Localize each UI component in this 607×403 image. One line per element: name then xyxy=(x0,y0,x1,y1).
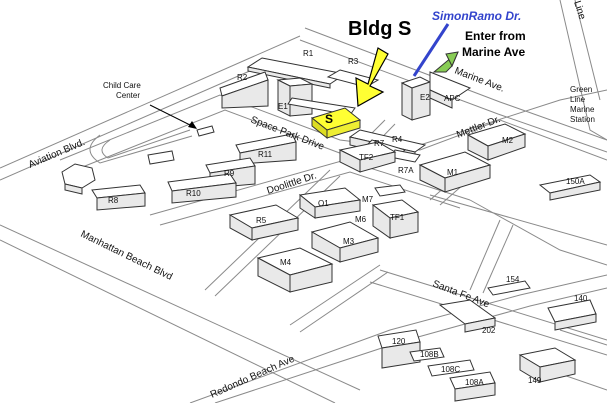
child-care-line2: Center xyxy=(116,91,140,100)
road-label-green-line-2: Line xyxy=(570,95,586,104)
road-label-redondo: Redondo Beach Ave xyxy=(209,353,297,400)
bldg-label-tf2: TF2 xyxy=(359,153,374,162)
yellow-arrow-icon xyxy=(355,47,389,107)
bldg-label-r2: R2 xyxy=(237,73,248,82)
child-care-arrow xyxy=(149,104,197,129)
bldg-label-o1: O1 xyxy=(318,199,329,208)
bldg-label-e1: E1 xyxy=(278,102,288,111)
bldg-label-108a: 108A xyxy=(465,378,484,387)
bldg-label-r4: R4 xyxy=(392,135,403,144)
bldg-label-m1: M1 xyxy=(447,168,459,177)
child-care-line1: Child Care xyxy=(103,81,141,90)
bldg-label-150a: 150A xyxy=(566,177,585,186)
bldg-label-tf1: TF1 xyxy=(390,213,405,222)
bldg-label-r3: R3 xyxy=(348,57,359,66)
road-label-doolittle: Doolittle Dr. xyxy=(266,170,319,196)
building-blocks xyxy=(61,57,602,402)
bldg-label-r1: R1 xyxy=(303,49,314,58)
callout-enter-line1: Enter from xyxy=(465,29,526,43)
bldg-label-154: 154 xyxy=(506,275,520,284)
bldg-label-140: 140 xyxy=(574,294,588,303)
bldg-label-r5: R5 xyxy=(256,216,267,225)
building-labels: R1 R3 R2 E1 E2 APC R4 R7 R7A TF2 M1 M2 R… xyxy=(108,49,588,387)
bldg-label-m7: M7 xyxy=(362,195,374,204)
bldg-label-108c: 108C xyxy=(441,365,460,374)
bldg-label-108b: 108B xyxy=(420,350,439,359)
building-s[interactable]: S xyxy=(310,107,362,140)
road-label-green-line-1: Green xyxy=(570,85,592,94)
bldg-label-r8: R8 xyxy=(108,196,119,205)
callout-street-name: SimonRamo Dr. xyxy=(432,9,521,23)
bldg-label-m4: M4 xyxy=(280,258,292,267)
bldg-label-r7a: R7A xyxy=(398,166,414,175)
bldg-label-149: 149 xyxy=(528,376,542,385)
bldg-label-r10: R10 xyxy=(186,189,201,198)
bldg-label-r9: R9 xyxy=(224,169,235,178)
road-label-green-line-4: Station xyxy=(570,115,595,124)
bldg-label-m3: M3 xyxy=(343,237,355,246)
building-s-front xyxy=(326,119,361,139)
bldg-label-120: 120 xyxy=(392,337,406,346)
bldg-label-m2: M2 xyxy=(502,136,514,145)
callout-title: Bldg S xyxy=(348,18,411,40)
bldg-label-r7: R7 xyxy=(374,139,385,148)
bldg-label-apc: APC xyxy=(444,94,461,103)
bldg-label-m6: M6 xyxy=(355,215,367,224)
building-s-label: S xyxy=(325,112,333,126)
bldg-label-r11: R11 xyxy=(258,150,273,159)
blue-pointer-line xyxy=(412,23,450,77)
road-label-line: Line xyxy=(571,0,587,21)
bldg-label-202: 202 xyxy=(482,326,496,335)
road-label-green-line-3: Marine xyxy=(570,105,595,114)
road-label-manhattan: Manhattan Beach Blvd xyxy=(79,229,174,283)
bldg-label-e2: E2 xyxy=(420,93,430,102)
callout-arrows xyxy=(149,23,459,129)
callout-enter-line2: Marine Ave xyxy=(462,45,525,59)
